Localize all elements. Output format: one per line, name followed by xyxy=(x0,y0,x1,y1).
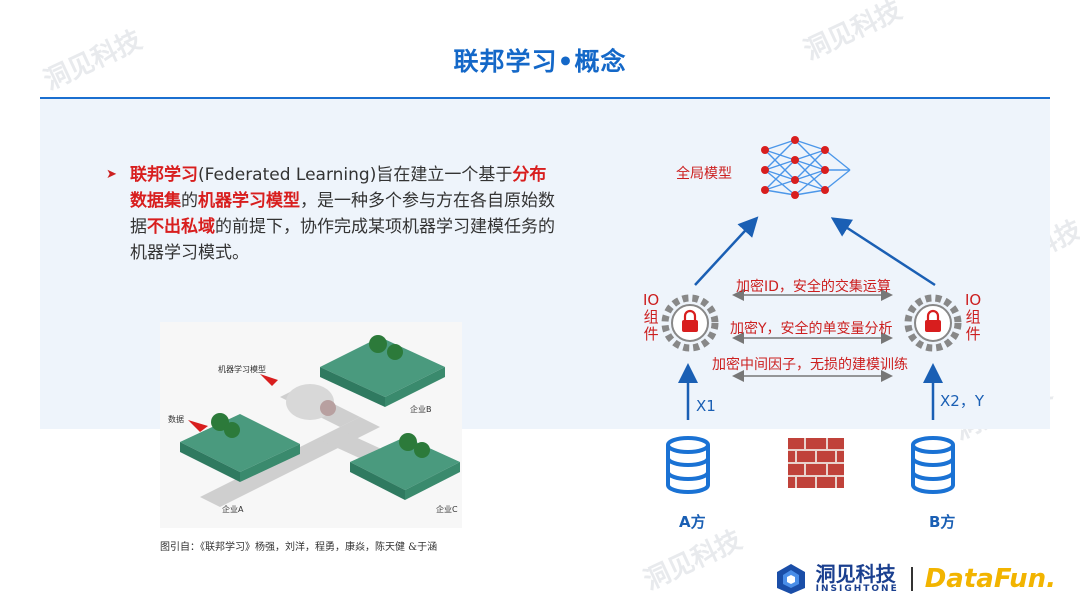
op1-label: 加密ID，安全的交集运算 xyxy=(736,279,891,295)
term-not-leaving-domain: 不出私域 xyxy=(147,217,215,237)
global-model-label: 全局模型 xyxy=(676,166,732,182)
io-text: IO xyxy=(643,291,660,309)
io-text: 件 xyxy=(643,325,659,343)
footer-logos: 洞见科技 INSIGHTONE DataFun. xyxy=(774,562,1056,596)
arrow-a-to-model xyxy=(694,216,759,286)
term-ml-model: 机器学习模型 xyxy=(198,191,300,211)
text-segment: 的 xyxy=(181,191,198,211)
company-b-label: 企业B xyxy=(410,404,432,414)
term-distributed-dataset: 分布数据集 xyxy=(130,165,547,211)
logo-separator xyxy=(910,567,913,591)
x1-label: X1 xyxy=(696,397,716,415)
bullet-arrow-icon: ➤ xyxy=(106,167,117,182)
op2-label: 加密Y，安全的单变量分析 xyxy=(730,321,893,337)
data-label: 数据 xyxy=(168,414,184,424)
io-text: 件 xyxy=(965,325,981,343)
io-gear-left-icon xyxy=(661,294,719,352)
model-label: 机器学习模型 xyxy=(218,364,266,374)
x2y-label: X2，Y xyxy=(940,392,984,410)
io-text: 组 xyxy=(965,308,981,326)
global-model-network-icon xyxy=(761,136,851,199)
logo-cn-text: 洞见科技 xyxy=(815,562,896,586)
farm-a xyxy=(180,414,300,472)
firewall-icon xyxy=(788,438,844,488)
party-b-label: B方 xyxy=(929,513,956,531)
farm-diagram: 机器学习模型 数据 企业B 企业A 企业C xyxy=(168,335,460,514)
arrow-b-to-model xyxy=(830,217,936,287)
database-a-icon xyxy=(666,436,710,494)
io-text: IO xyxy=(965,291,982,309)
federated-learning-illustration: 机器学习模型 数据 企业B 企业A 企业C xyxy=(160,322,462,528)
text-segment: ，是一种多个参与方在各自原始数据 xyxy=(130,191,555,237)
insightone-logo-icon xyxy=(776,564,805,594)
data-arrow-icon xyxy=(188,420,208,432)
logo-en-text: INSIGHTONE xyxy=(815,584,899,594)
io-gear-right-icon xyxy=(904,294,962,352)
definition-bullet: ➤ 联邦学习(Federated Learning)旨在建立一个基于分布数据集的… xyxy=(106,162,556,266)
text-segment: (Federated Learning)旨在建立一个基于 xyxy=(198,165,513,185)
farm-b xyxy=(320,337,445,397)
op3-label: 加密中间因子，无损的建模训练 xyxy=(712,357,908,373)
io-component-left-label: IO 组 件 xyxy=(643,292,659,343)
illustration-caption: 图引自：《联邦学习》杨强，刘洋，程勇，康焱，陈天健 &于涵 xyxy=(160,542,438,553)
model-arrow-icon xyxy=(260,374,278,386)
company-a-label: 企业A xyxy=(222,504,244,514)
company-c-label: 企业C xyxy=(436,504,458,514)
federated-architecture-diagram xyxy=(661,136,962,494)
insightone-wordmark: 洞见科技 INSIGHTONE xyxy=(816,564,899,594)
io-component-right-label: IO 组 件 xyxy=(965,292,981,343)
definition-text: 联邦学习(Federated Learning)旨在建立一个基于分布数据集的机器… xyxy=(130,162,556,266)
io-text: 组 xyxy=(643,308,659,326)
farm-c xyxy=(350,437,460,490)
term-federated-learning: 联邦学习 xyxy=(130,165,198,185)
page-title: 联邦学习•概念 xyxy=(453,47,627,76)
datafun-logo: DataFun. xyxy=(924,564,1056,594)
party-a-label: A方 xyxy=(679,513,706,531)
database-b-icon xyxy=(911,436,955,494)
text-segment: 的前提下，协作完成某项机器学习建模任务的机器学习模式。 xyxy=(130,217,555,263)
